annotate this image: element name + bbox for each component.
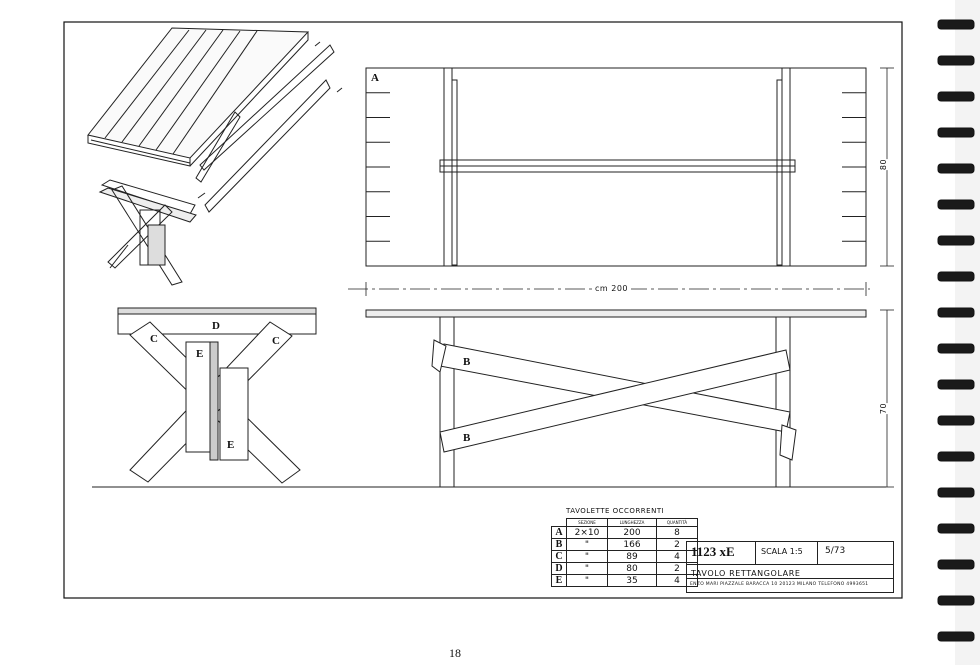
table-row: A 2×10 200 8 bbox=[551, 526, 698, 539]
row-qty: 8 bbox=[656, 526, 698, 539]
label-part-c-left: C bbox=[150, 333, 158, 345]
page-number: 18 bbox=[449, 646, 461, 660]
spiral-ring bbox=[937, 91, 975, 102]
label-part-d: D bbox=[212, 320, 220, 332]
header-length: LUNGHEZZA bbox=[607, 518, 657, 527]
row-length: 200 bbox=[607, 526, 657, 539]
spiral-ring bbox=[937, 415, 975, 426]
table-row: C " 89 4 bbox=[551, 550, 698, 563]
label-part-c-right: C bbox=[272, 335, 280, 347]
table-row: D " 80 2 bbox=[551, 562, 698, 575]
spiral-binding bbox=[937, 0, 980, 665]
sheet-border bbox=[63, 21, 903, 599]
spiral-ring bbox=[937, 559, 975, 570]
table-row: E " 35 4 bbox=[551, 574, 698, 587]
label-part-e-upper: E bbox=[196, 348, 204, 360]
spiral-ring bbox=[937, 55, 975, 66]
header-section: SEZIONE bbox=[566, 518, 608, 527]
spiral-ring bbox=[937, 163, 975, 174]
height-dimension-text: 70 bbox=[879, 402, 889, 415]
drawing-name: TAVOLO RETTANGOLARE bbox=[691, 569, 801, 578]
parts-table-title: TAVOLETTE OCCORRENTI bbox=[566, 507, 665, 515]
row-section: " bbox=[566, 538, 608, 551]
label-part-b-lower: B bbox=[463, 432, 471, 444]
row-length: 89 bbox=[607, 550, 657, 563]
parts-table: SEZIONE LUNGHEZZA QUANTITÀ A 2×10 200 8 … bbox=[551, 518, 698, 587]
row-key: E bbox=[551, 574, 567, 587]
row-key: D bbox=[551, 562, 567, 575]
row-section: 2×10 bbox=[566, 526, 608, 539]
depth-dimension-text: 80 bbox=[879, 158, 889, 171]
spiral-ring bbox=[937, 595, 975, 606]
designer-address: ENZO MARI PIAZZALE BARACCA 10 20123 MILA… bbox=[690, 582, 869, 587]
drawing-code: 1123 xE bbox=[691, 544, 735, 559]
table-row: B " 166 2 bbox=[551, 538, 698, 551]
title-block: 1123 xE SCALA 1:5 5/73 TAVOLO RETTANGOLA… bbox=[686, 541, 894, 593]
spiral-ring bbox=[937, 19, 975, 30]
top-plan-view bbox=[365, 67, 867, 267]
row-length: 35 bbox=[607, 574, 657, 587]
spiral-ring bbox=[937, 379, 975, 390]
label-part-a: A bbox=[371, 72, 379, 84]
spiral-ring bbox=[937, 307, 975, 318]
spiral-ring bbox=[937, 271, 975, 282]
height-dimension bbox=[880, 309, 894, 488]
length-dimension-text: cm 200 bbox=[592, 284, 632, 293]
leg-assembly-isometric-sketch bbox=[98, 179, 197, 286]
row-key: A bbox=[551, 526, 567, 539]
row-section: " bbox=[566, 574, 608, 587]
drawing-date: 5/73 bbox=[825, 546, 846, 556]
row-length: 80 bbox=[607, 562, 657, 575]
side-elevation bbox=[365, 309, 867, 488]
row-key: C bbox=[551, 550, 567, 563]
row-section: " bbox=[566, 562, 608, 575]
row-qty: 4 bbox=[656, 574, 698, 587]
tabletop-isometric-sketch bbox=[87, 27, 343, 213]
label-part-b-upper: B bbox=[463, 356, 471, 368]
spiral-ring bbox=[937, 451, 975, 462]
row-key: B bbox=[551, 538, 567, 551]
header-quantity: QUANTITÀ bbox=[656, 518, 698, 527]
spiral-ring bbox=[937, 523, 975, 534]
spiral-ring bbox=[937, 235, 975, 246]
row-section: " bbox=[566, 550, 608, 563]
label-part-e-lower: E bbox=[227, 439, 235, 451]
spiral-ring bbox=[937, 487, 975, 498]
drawing-scale: SCALA 1:5 bbox=[761, 547, 803, 556]
spiral-ring bbox=[937, 343, 975, 354]
spiral-ring bbox=[937, 127, 975, 138]
spiral-ring bbox=[937, 199, 975, 210]
row-length: 166 bbox=[607, 538, 657, 551]
end-elevation bbox=[117, 307, 317, 484]
spiral-ring bbox=[937, 631, 975, 642]
parts-table-header: SEZIONE LUNGHEZZA QUANTITÀ bbox=[552, 518, 698, 527]
